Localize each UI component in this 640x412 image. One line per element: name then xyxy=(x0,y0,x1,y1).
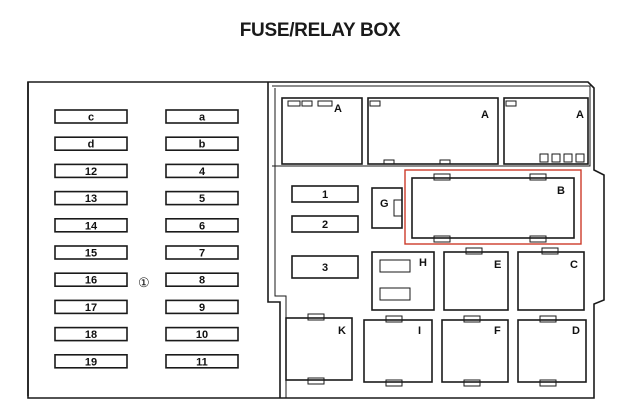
left-fuse-1 xyxy=(54,136,128,151)
fuse-column-left: c d 12 13 14 15 16 17 18 19 xyxy=(54,109,128,369)
relay-f xyxy=(441,319,509,383)
right-fuse-label-5: 7 xyxy=(199,248,205,260)
right-fuse-label-2: 4 xyxy=(199,166,206,178)
relay-top-right xyxy=(503,97,589,165)
diagram-title: FUSE/RELAY BOX xyxy=(239,20,401,41)
left-fuse-4 xyxy=(54,218,128,233)
right-fuse-label-4: 6 xyxy=(199,220,205,232)
middle-fuse-label-1: 2 xyxy=(322,219,328,231)
relay-b-highlight xyxy=(404,169,582,245)
housing-outline xyxy=(27,81,605,399)
left-fuse-label-5: 15 xyxy=(85,248,97,260)
relay-k xyxy=(285,317,353,381)
relay-label-k: K xyxy=(338,325,346,337)
relay-d xyxy=(517,319,587,383)
right-fuse-label-9: 11 xyxy=(196,356,208,368)
right-fuse-label-6: 8 xyxy=(199,275,205,287)
left-fuse-label-0: c xyxy=(88,112,94,124)
right-fuse-4 xyxy=(165,218,239,233)
right-fuse-2 xyxy=(165,163,239,179)
relay-label-h: H xyxy=(419,257,427,269)
left-fuse-3 xyxy=(54,190,128,206)
left-fuse-label-2: 12 xyxy=(85,166,97,178)
middle-fuse-2 xyxy=(291,255,359,279)
right-fuse-7 xyxy=(165,299,239,315)
top-frame xyxy=(272,85,591,167)
left-fuse-label-1: d xyxy=(88,139,95,151)
left-fuse-2 xyxy=(54,163,128,179)
relay-label-top-right: A xyxy=(576,109,584,121)
middle-fuse-0 xyxy=(291,185,359,203)
relay-h xyxy=(371,251,435,311)
right-fuse-0 xyxy=(165,109,239,124)
fuse-column-middle: 1 2 3 xyxy=(291,185,359,279)
right-fuse-label-1: b xyxy=(199,139,206,151)
middle-fuse-label-2: 3 xyxy=(322,262,328,274)
relay-label-top-left: A xyxy=(334,103,342,115)
left-fuse-label-6: 16 xyxy=(85,275,97,287)
left-fuse-7 xyxy=(54,299,128,315)
relay-label-b: B xyxy=(557,185,565,197)
right-fuse-label-8: 10 xyxy=(196,329,208,341)
right-fuse-1 xyxy=(165,136,239,151)
relay-e xyxy=(443,251,509,311)
relay-label-c: C xyxy=(570,259,578,271)
middle-fuse-label-0: 1 xyxy=(322,189,328,201)
right-fuse-9 xyxy=(165,353,239,369)
right-fuse-5 xyxy=(165,245,239,260)
left-fuse-9 xyxy=(54,353,128,369)
relay-label-e: E xyxy=(494,259,501,271)
left-fuse-label-4: 14 xyxy=(85,220,98,232)
right-fuse-3 xyxy=(165,190,239,206)
relay-top-left xyxy=(281,97,363,165)
right-fuse-6 xyxy=(165,272,239,288)
fuse-callout: ① xyxy=(138,275,150,290)
left-fuse-label-9: 19 xyxy=(85,356,97,368)
relay-b xyxy=(411,177,575,239)
right-fuse-label-3: 5 xyxy=(199,193,205,205)
right-fuse-8 xyxy=(165,326,239,342)
middle-fuse-1 xyxy=(291,215,359,233)
section-divider xyxy=(267,82,281,398)
right-fuse-label-7: 9 xyxy=(199,302,205,314)
relay-top-center xyxy=(367,97,499,165)
relay-c xyxy=(517,251,585,311)
left-fuse-label-7: 17 xyxy=(85,302,97,314)
left-fuse-label-3: 13 xyxy=(85,193,97,205)
relay-label-top-center: A xyxy=(481,109,489,121)
relay-label-g: G xyxy=(380,198,389,210)
right-fuse-label-0: a xyxy=(199,112,206,124)
relay-i xyxy=(363,319,433,383)
relay-label-i: I xyxy=(418,325,421,337)
left-fuse-8 xyxy=(54,326,128,342)
left-fuse-6 xyxy=(54,272,128,288)
fuse-column-right: a b 4 5 6 7 8 9 10 11 xyxy=(165,109,239,369)
left-fuse-0 xyxy=(54,109,128,124)
left-fuse-label-8: 18 xyxy=(85,329,97,341)
left-fuse-5 xyxy=(54,245,128,260)
relay-label-f: F xyxy=(494,325,501,337)
relay-label-d: D xyxy=(572,325,580,337)
